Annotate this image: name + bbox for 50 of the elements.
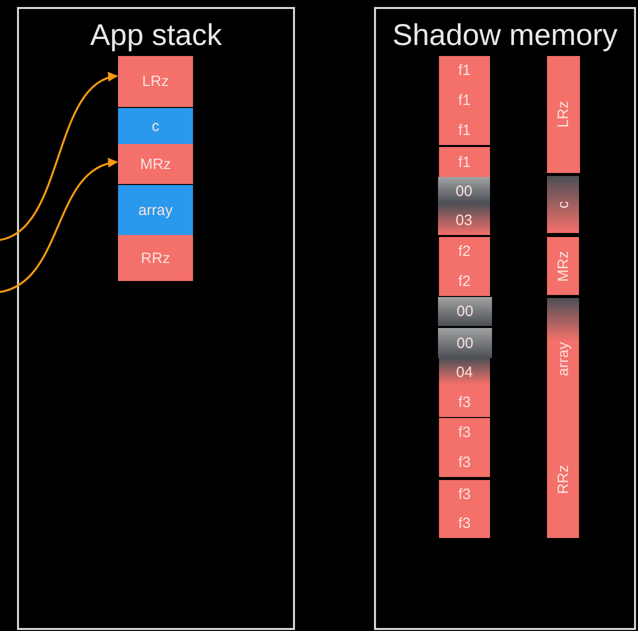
shadow-byte-block	[439, 480, 490, 538]
arrow	[0, 159, 118, 293]
shadow-region-bar	[547, 298, 579, 538]
shadow-byte-value: f3	[458, 486, 471, 503]
panel-title: Shadow memory	[392, 19, 618, 52]
region-label: RRz	[140, 250, 170, 266]
shadow-byte-value: f3	[458, 424, 471, 442]
shadow-byte-value: 00	[456, 183, 472, 200]
shadow-byte-value: 03	[456, 212, 472, 229]
shadow-byte-block	[438, 177, 490, 235]
shadow-region-bar	[547, 176, 579, 233]
stack-slot	[118, 185, 193, 235]
region-label: MRz	[140, 156, 171, 172]
arrow	[0, 74, 118, 241]
shadow-byte-block	[438, 297, 492, 326]
region-label: MRz	[554, 250, 572, 282]
region-label: RRz	[554, 464, 572, 494]
memory-panel	[374, 7, 636, 630]
shadow-byte-value: 00	[456, 303, 474, 320]
shadow-byte-value: f1	[458, 62, 471, 80]
region-label: c	[554, 200, 572, 208]
region-label: c	[152, 118, 160, 134]
shadow-byte-value: 00	[456, 334, 474, 352]
shadow-byte-value: f1	[458, 92, 471, 109]
shadow-byte-value: 04	[456, 364, 473, 382]
shadow-byte-value: f2	[458, 272, 471, 290]
shadow-region-bar	[547, 56, 580, 173]
shadow-byte-value: f1	[458, 154, 471, 170]
stack-slot	[118, 235, 193, 281]
region-label: LRz	[555, 101, 572, 128]
shadow-byte-value: f3	[458, 454, 471, 471]
shadow-byte-value: f3	[458, 515, 471, 532]
region-label: array	[554, 342, 572, 376]
shadow-region-bar	[547, 237, 579, 295]
shadow-byte-block	[439, 418, 490, 477]
panel-title: App stack	[90, 19, 222, 52]
shadow-byte-block	[439, 56, 490, 145]
memory-panel	[17, 7, 295, 630]
shadow-byte-value: f3	[458, 394, 471, 411]
shadow-byte-block	[439, 237, 490, 296]
region-label: LRz	[142, 73, 169, 90]
shadow-byte-value: f1	[458, 122, 471, 139]
shadow-byte-block	[439, 147, 490, 177]
region-label: array	[138, 202, 173, 218]
stack-slot	[118, 56, 193, 107]
shadow-byte-block	[439, 358, 490, 417]
shadow-byte-block	[438, 328, 492, 358]
stack-slot	[118, 144, 193, 184]
shadow-byte-value: f2	[458, 243, 471, 260]
stack-slot	[118, 108, 193, 144]
